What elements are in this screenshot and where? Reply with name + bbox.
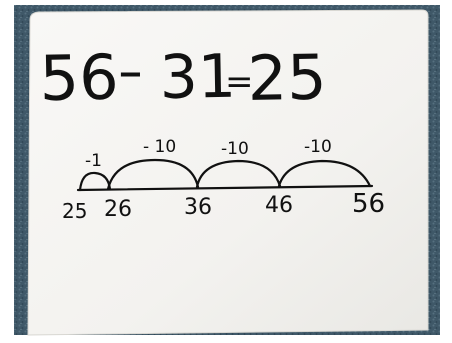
point-label-56: 56	[352, 189, 385, 219]
point-label-25: 25	[62, 199, 87, 223]
jump-arc-small	[78, 171, 112, 192]
jump-label-minus-1: -1	[85, 151, 102, 171]
jump-arc-1	[106, 158, 200, 191]
point-label-36: 36	[184, 195, 212, 220]
equation-minus: -	[117, 41, 143, 100]
number-line-base	[76, 184, 374, 192]
jump-label-minus-10-a: - 10	[143, 137, 176, 157]
whiteboard	[27, 9, 429, 336]
jump-arc-2	[195, 159, 282, 189]
number-line: -1 - 10 -10 -10 25 26 36 46 56	[62, 137, 385, 223]
equation-equals: =	[225, 62, 254, 102]
equation-result: 25	[247, 41, 327, 115]
equation-minuend: 56	[39, 41, 119, 115]
jump-label-minus-10-c: -10	[304, 137, 332, 157]
jump-label-minus-10-b: -10	[221, 139, 249, 159]
equation-subtrahend: 31	[159, 42, 237, 113]
equation: 56 - 31 = 25	[39, 41, 327, 115]
point-label-46: 46	[265, 193, 293, 218]
point-label-26: 26	[104, 197, 132, 222]
jump-arc-3	[277, 159, 372, 188]
